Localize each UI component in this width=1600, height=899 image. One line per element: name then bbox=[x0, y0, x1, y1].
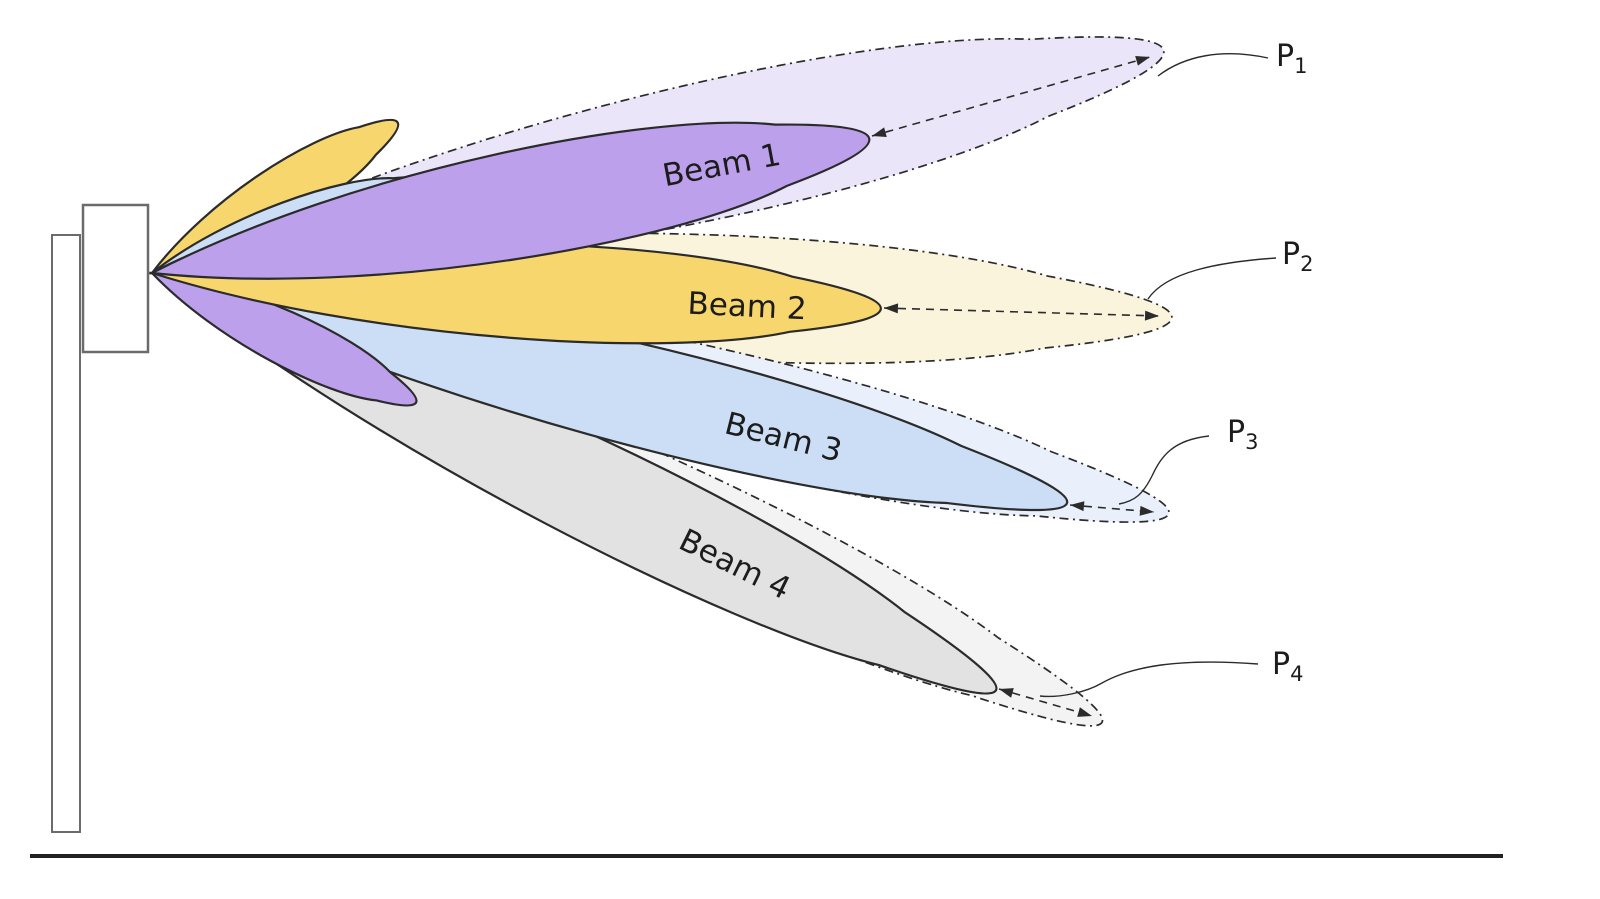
p4-leader-line bbox=[1039, 661, 1259, 698]
p2-label-subscript: 2 bbox=[1300, 252, 1313, 276]
beam-4-range-arrow bbox=[998, 688, 1093, 717]
p1-point-label: P1 bbox=[1276, 39, 1307, 78]
beam-1-main-lobe bbox=[148, 121, 871, 280]
beam-4-range-arrowhead-inner bbox=[999, 688, 1014, 698]
beam-2-range-arrowhead-inner bbox=[884, 303, 899, 314]
beam-3-range-arrowhead-inner bbox=[1070, 501, 1085, 512]
beam-1-range-arrowhead-outer bbox=[1135, 56, 1150, 66]
p1-leader-line bbox=[1157, 53, 1269, 77]
p1-label-base: P bbox=[1276, 39, 1294, 74]
p3-point-label: P3 bbox=[1227, 415, 1258, 454]
p2-point-label: P2 bbox=[1282, 237, 1313, 276]
beam-2-label: Beam 2 bbox=[687, 286, 808, 328]
p2-leader-line bbox=[1147, 257, 1277, 300]
p2-label-base: P bbox=[1282, 237, 1300, 272]
p3-leader-line bbox=[1118, 435, 1210, 505]
antenna-panel bbox=[81, 203, 150, 354]
antenna-pole bbox=[51, 234, 81, 833]
beam-3-range-arrowhead-outer bbox=[1139, 505, 1154, 516]
beam-3-range-arrow bbox=[1069, 504, 1155, 513]
beam-1-range-arrowhead-inner bbox=[872, 127, 887, 137]
p4-label-subscript: 4 bbox=[1290, 662, 1303, 686]
beam-2-range-arrow bbox=[883, 307, 1160, 317]
p3-label-base: P bbox=[1227, 415, 1245, 450]
p3-label-subscript: 3 bbox=[1245, 430, 1258, 454]
beam-4-range-arrowhead-outer bbox=[1077, 707, 1092, 717]
p4-point-label: P4 bbox=[1272, 647, 1303, 686]
beam-2-range-arrowhead-outer bbox=[1144, 310, 1159, 321]
beam-1-range-arrow bbox=[871, 56, 1151, 137]
p1-label-subscript: 1 bbox=[1294, 54, 1307, 78]
p4-label-base: P bbox=[1272, 647, 1290, 682]
